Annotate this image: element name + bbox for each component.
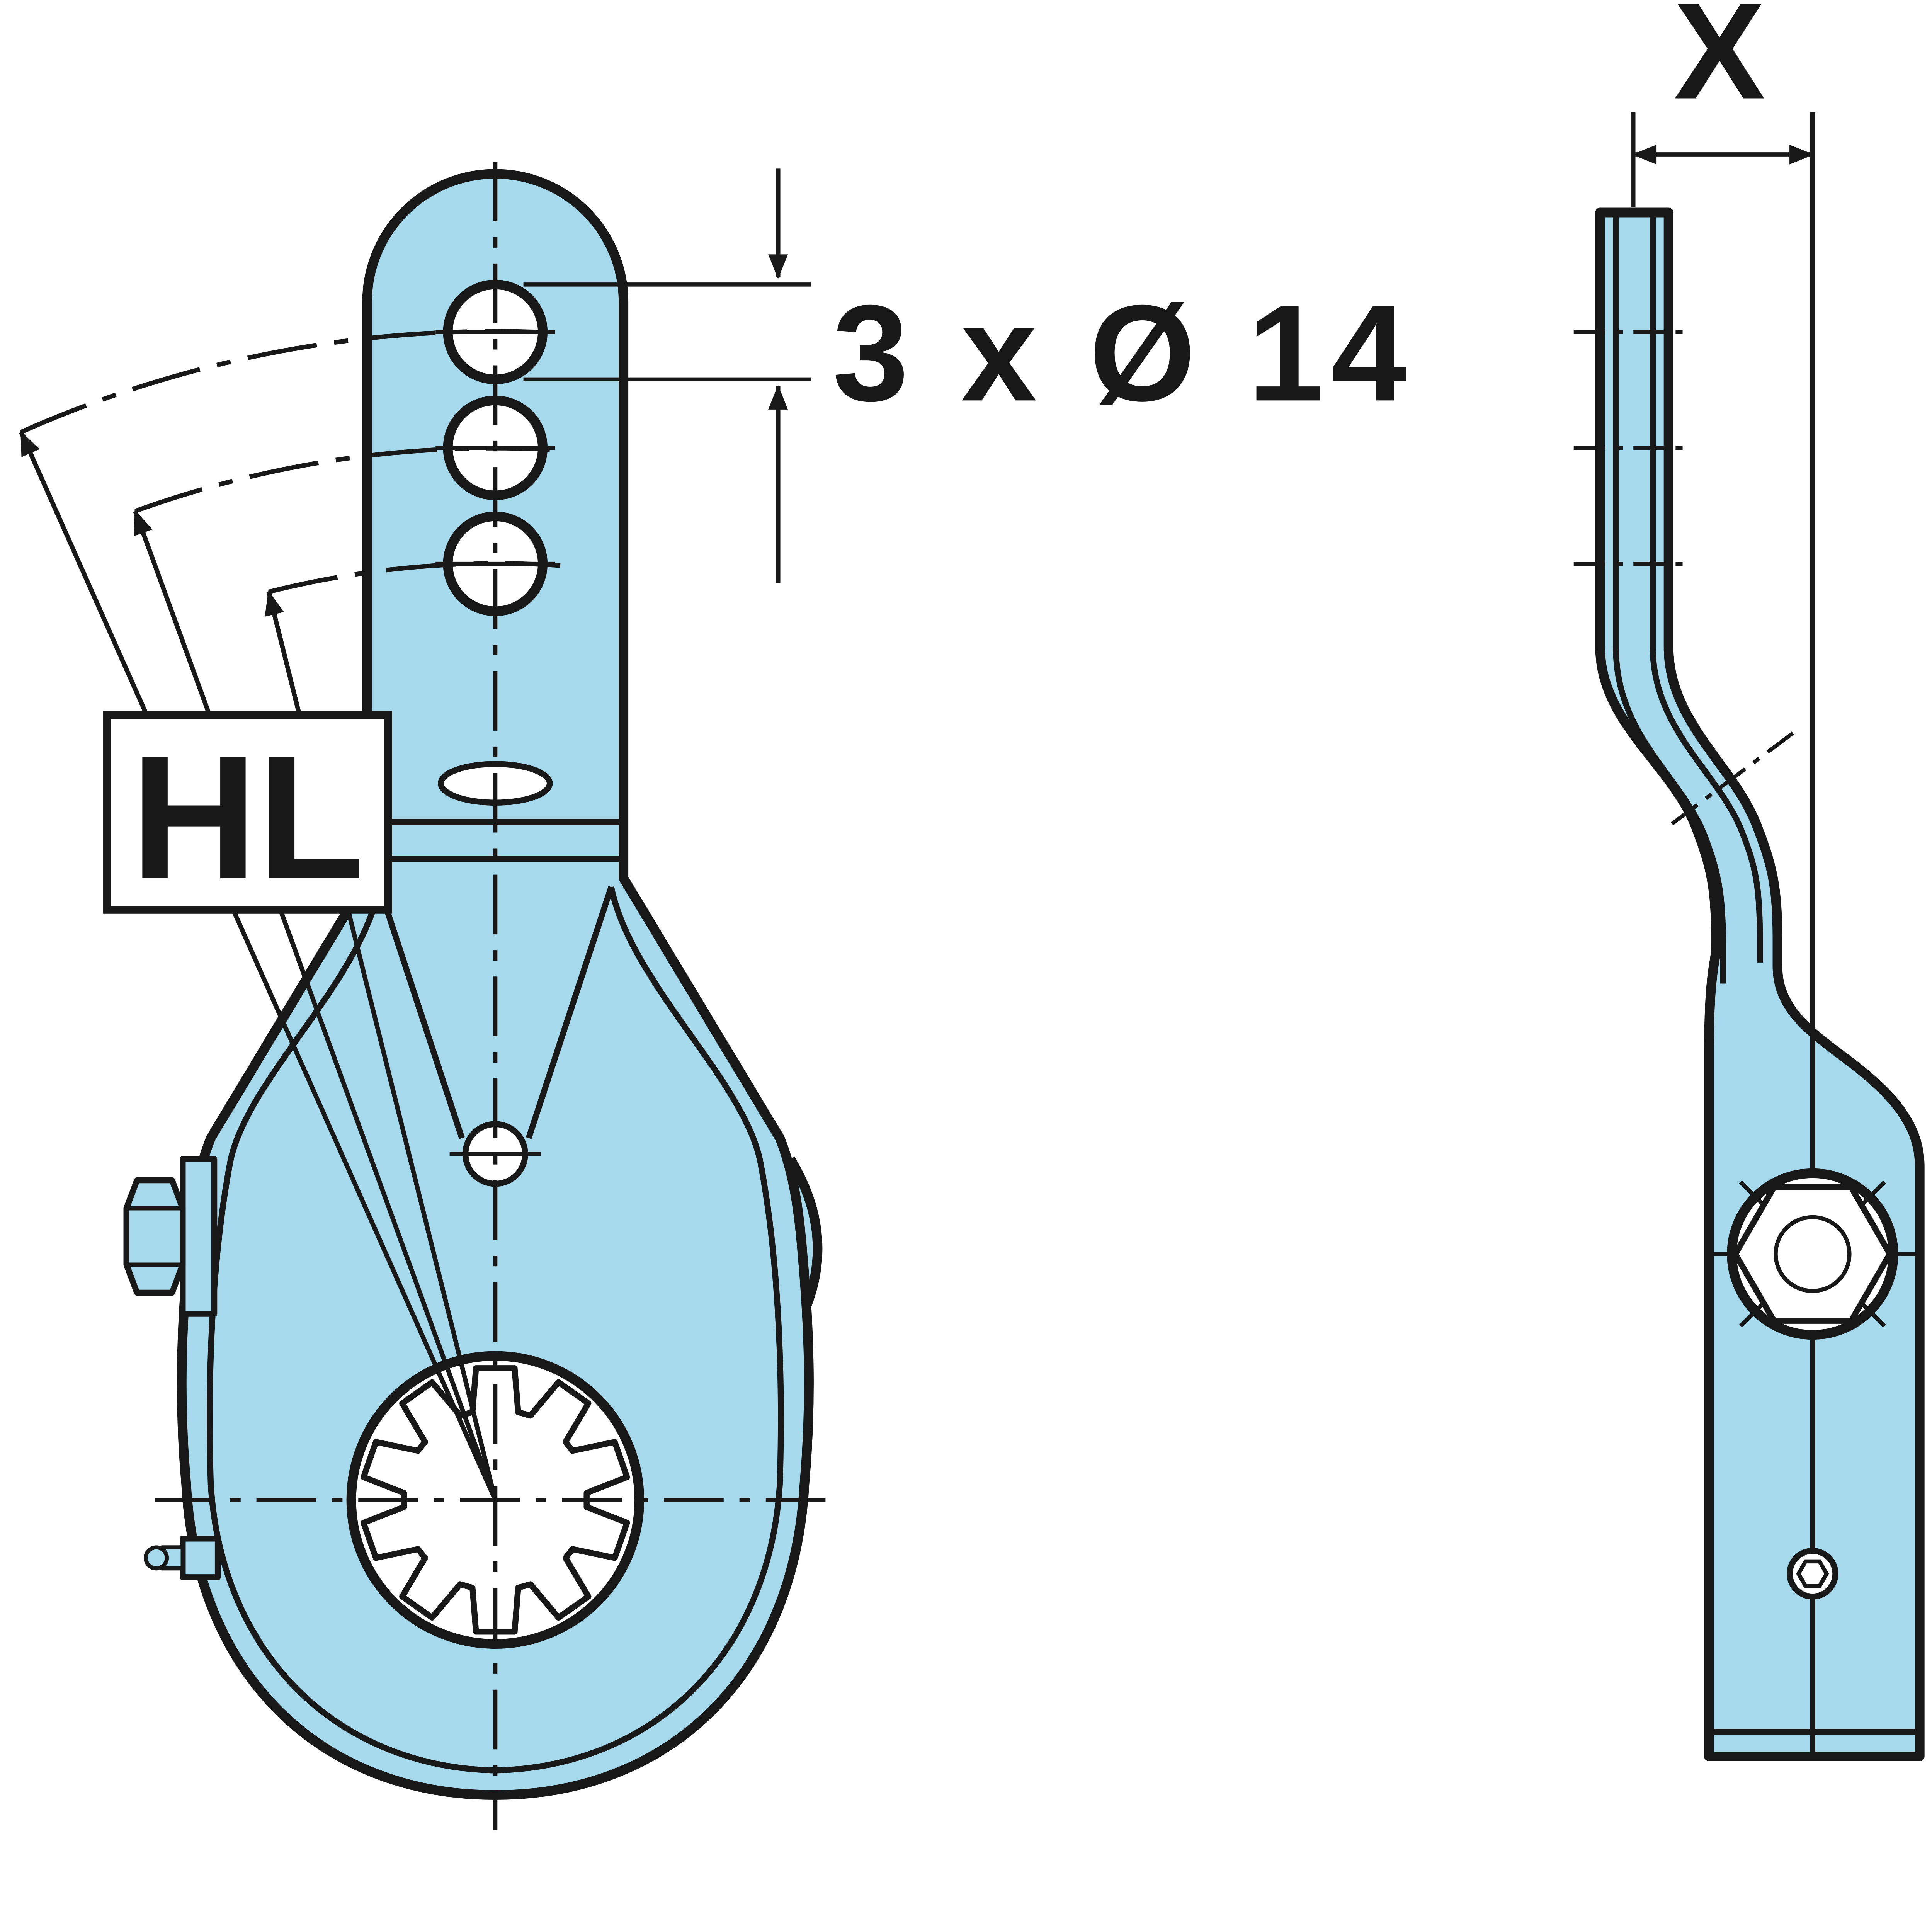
nut-hexagon [1732, 1184, 1893, 1324]
slack-adjuster-drawing: HL 3 x Ø 14 [19, 0, 1925, 1830]
side-view [1573, 112, 1925, 1761]
web-line-left [376, 886, 465, 1139]
pointer-arrow-2 [133, 510, 498, 1501]
bottom-fitting [1787, 1542, 1838, 1605]
arm-inner-line-right [1650, 213, 1763, 963]
bolt-hex-head [123, 1177, 186, 1296]
x-dimension-text: X [1674, 0, 1772, 128]
hex-bolt [123, 1156, 218, 1317]
nut-tick [1739, 1300, 1767, 1328]
arm-inner-line-left [1613, 213, 1726, 984]
swing-arc-1 [20, 329, 536, 434]
hex-adjuster-nut [1709, 1168, 1920, 1340]
nut-tick [1739, 1180, 1767, 1208]
bend-tick [1671, 727, 1800, 825]
grease-fitting [144, 1536, 221, 1580]
hl-box [103, 711, 392, 914]
web-line-right [526, 886, 614, 1139]
fitting-nipple [144, 1545, 169, 1571]
hl-label: HL [131, 720, 365, 916]
fitting-base [180, 1536, 221, 1580]
hl-label-box: HL [103, 711, 392, 916]
front-view: HL [19, 162, 836, 1830]
hole-diameter-dimension: 3 x Ø 14 [523, 168, 1414, 583]
x-offset-dimension: X [1631, 0, 1814, 207]
nut-tick [1858, 1300, 1886, 1328]
swing-arc-2 [134, 446, 550, 514]
fitting-hex [1796, 1559, 1829, 1588]
nut-inner-circle [1774, 1215, 1852, 1293]
bolt-flange [180, 1156, 218, 1317]
hole-dimension-text: 3 x Ø 14 [833, 277, 1414, 430]
nut-tick [1858, 1180, 1886, 1208]
technical-drawing-page: HL 3 x Ø 14 [19, 0, 1925, 1830]
side-body [1595, 207, 1925, 1761]
pointer-arrow-1 [19, 430, 498, 1501]
swing-arc-3 [268, 561, 561, 594]
